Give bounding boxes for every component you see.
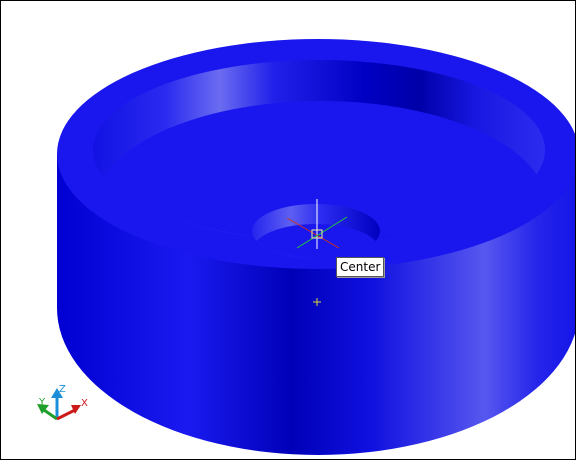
ucs-x-label: X	[81, 398, 88, 409]
ucs-z-label: Z	[59, 384, 66, 395]
osnap-tooltip: Center	[336, 257, 385, 277]
ucs-axes-icon: Z Y X	[37, 384, 88, 421]
central-hole[interactable]	[252, 204, 380, 278]
crosshair-cursor-icon	[286, 199, 348, 249]
snap-marker-icon	[311, 229, 323, 239]
plus-marker-icon	[313, 298, 321, 306]
ucs-y-label: Y	[38, 397, 46, 408]
